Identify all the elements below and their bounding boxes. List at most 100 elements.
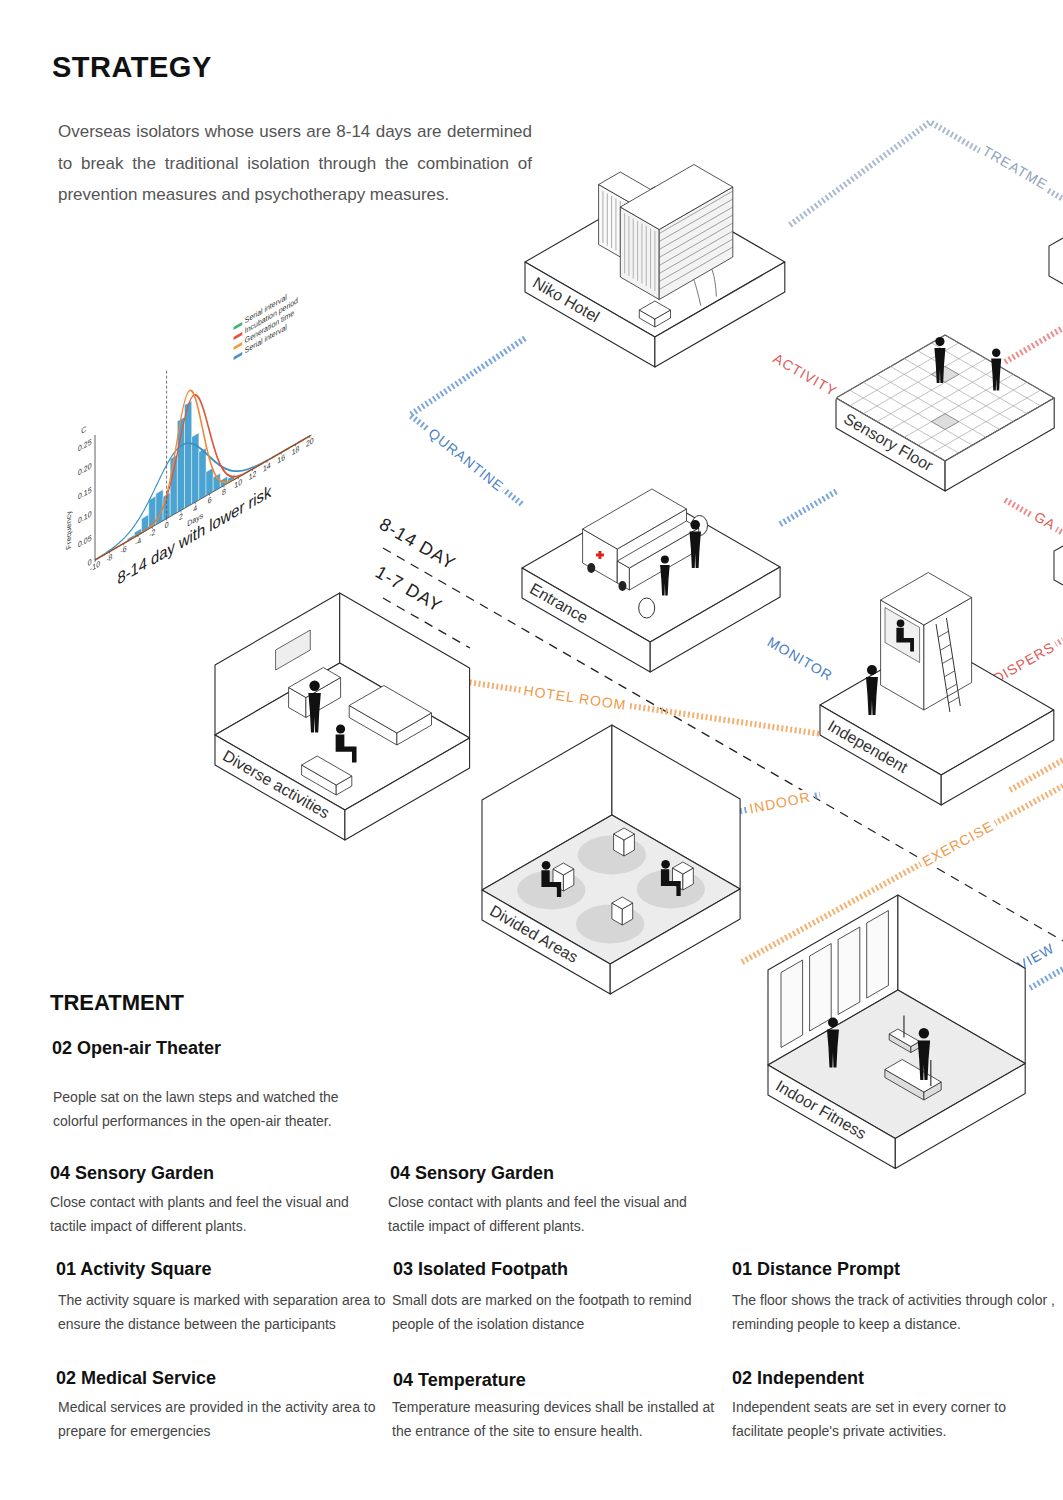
person-head <box>935 337 944 346</box>
floor-circle <box>637 869 705 908</box>
axis-tick-label: -8 <box>106 553 112 565</box>
exercise-flow <box>1010 760 1063 790</box>
intro-paragraph: Overseas isolators whose users are 8-14 … <box>58 116 532 211</box>
wheel <box>618 581 626 591</box>
prism-top <box>673 862 694 874</box>
iso-block: Divided Areas <box>482 725 740 994</box>
block-drawing <box>482 725 740 994</box>
person-head <box>897 620 905 628</box>
wall-screen <box>276 630 311 670</box>
seated-person <box>661 869 681 896</box>
block-side <box>941 710 1054 805</box>
block-side <box>945 398 1054 491</box>
prism-top <box>612 897 633 909</box>
prism-top <box>553 863 574 875</box>
block-side <box>820 705 941 805</box>
window-line <box>659 215 733 258</box>
window-line <box>659 207 733 250</box>
prism-top <box>639 301 670 319</box>
person-body <box>660 565 670 595</box>
wheel <box>587 563 595 573</box>
person-head <box>690 520 700 530</box>
window-line <box>654 231 655 291</box>
legend-swatch <box>234 342 243 350</box>
window-pane <box>867 911 889 999</box>
ladder-rung <box>940 644 950 650</box>
prism-top <box>349 686 431 734</box>
partial-block <box>1049 238 1063 284</box>
flow-label: TREATME <box>977 141 1054 195</box>
window-line <box>659 247 733 290</box>
item-description: Close contact with plants and feel the v… <box>50 1190 380 1238</box>
prism-top <box>885 1060 941 1093</box>
person-head <box>828 1018 838 1028</box>
iso-block: Sensory Floor <box>836 335 1054 491</box>
item-heading: 04 Temperature <box>393 1370 526 1392</box>
item-description: Medical services are provided in the act… <box>58 1395 388 1443</box>
block-drawing <box>215 593 470 840</box>
person-body <box>918 1040 930 1080</box>
y-axis <box>95 435 96 560</box>
grid-cell <box>932 367 959 383</box>
item-heading: 04 Sensory Garden <box>50 1163 214 1185</box>
block-side <box>215 735 345 840</box>
ladder-rung <box>944 671 954 677</box>
axis-tick-label: 4 <box>193 504 197 514</box>
axis-tick-label: 0.05 <box>78 534 91 550</box>
day-zero-line <box>166 369 167 519</box>
axis-tick-label: 0.10 <box>78 510 91 526</box>
grid-line <box>945 335 1054 398</box>
person-body <box>827 1030 839 1068</box>
grid-line <box>931 343 1040 406</box>
ladder-rail <box>946 618 960 706</box>
axis-tick-label: 18 <box>292 445 300 457</box>
block-drawing <box>836 335 1054 491</box>
histogram-bar <box>170 455 177 517</box>
treadmill-handle <box>930 1060 931 1086</box>
grid-line <box>891 367 1000 430</box>
grid-line <box>931 390 1040 453</box>
flow-label: EXERCISE <box>917 816 999 871</box>
iso-block: Niko Hotel <box>525 187 785 367</box>
axis-tick-label: -6 <box>121 545 127 557</box>
seated-person <box>336 734 357 762</box>
person-head <box>661 556 669 564</box>
ladder-rail <box>936 624 950 712</box>
floor-circle <box>576 904 644 943</box>
axis-tick-label: 14 <box>263 462 271 474</box>
floor-circle <box>517 870 585 909</box>
axis-tick-label: Frequency <box>66 509 73 551</box>
item-description: Independent seats are set in every corne… <box>732 1395 1056 1443</box>
page-title: STRATEGY <box>52 52 212 84</box>
item-heading: 01 Activity Square <box>56 1259 211 1281</box>
seated-person <box>541 870 561 897</box>
person-body <box>689 532 701 568</box>
flow-lines <box>742 122 1063 988</box>
histogram-bar <box>206 468 213 496</box>
ladder-rung <box>938 631 948 637</box>
window-line <box>650 229 651 289</box>
partial-block <box>1054 546 1063 585</box>
item-heading: 03 Isolated Footpath <box>393 1259 568 1281</box>
ladder-rung <box>942 658 952 664</box>
axis-tick-label: 12 <box>249 470 257 482</box>
person-body <box>308 693 320 733</box>
block-drawing <box>768 895 1025 1169</box>
item-description: The floor shows the track of activities … <box>732 1288 1056 1336</box>
axis-tick-label: C <box>81 425 86 436</box>
connector-label: QURANTINE <box>423 423 510 497</box>
window-line <box>659 191 733 234</box>
treatment-flow <box>790 122 1063 225</box>
item-heading: 02 Independent <box>732 1368 864 1390</box>
flow-connector <box>470 682 820 733</box>
iso-block: Diverse activities <box>215 593 470 840</box>
grid-line <box>945 398 1054 461</box>
prism-top <box>614 828 635 840</box>
legend-swatch <box>234 352 243 360</box>
red-cross <box>598 551 601 559</box>
block-side <box>768 1065 895 1169</box>
box-opening <box>885 608 920 663</box>
prism-top <box>620 165 733 230</box>
window-line <box>637 221 638 281</box>
window-line <box>659 199 733 242</box>
